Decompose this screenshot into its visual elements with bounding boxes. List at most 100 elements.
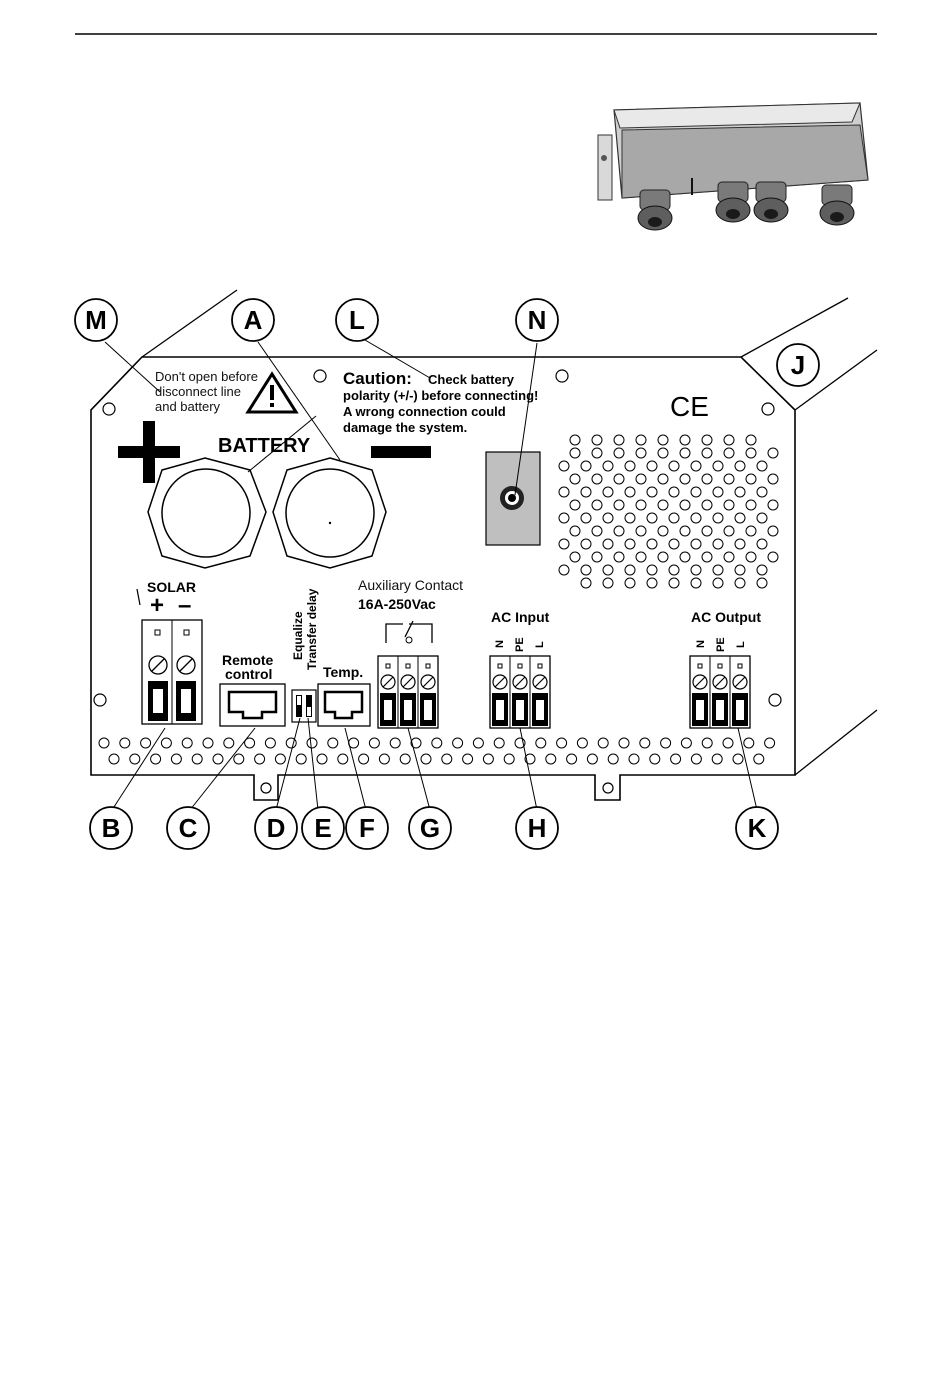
bottom-hole: [701, 737, 713, 749]
callout-k: K: [735, 806, 779, 850]
terminal-pin-marker: [385, 663, 391, 669]
vent-hole: [745, 525, 757, 537]
vent-hole: [602, 512, 614, 524]
terminal-pin-marker: [425, 663, 431, 669]
vent-hole: [745, 473, 757, 485]
clamp-opening: [496, 700, 504, 720]
vent-hole: [591, 434, 603, 446]
bottom-hole: [160, 737, 172, 749]
vent-hole: [646, 564, 658, 576]
vent-hole: [657, 499, 669, 511]
vent-hole: [679, 473, 691, 485]
bottom-hole: [368, 737, 380, 749]
terminal-screws: [380, 663, 748, 726]
vent-hole: [635, 473, 647, 485]
screw-slot: [422, 676, 434, 688]
vent-hole: [657, 447, 669, 459]
bottom-hole: [535, 737, 547, 749]
warning-triangle-icon: [245, 371, 299, 414]
vent-hole: [723, 473, 735, 485]
vent-hole: [580, 538, 592, 550]
vent-hole: [701, 551, 713, 563]
svg-text:Temp.: Temp.: [323, 664, 363, 680]
bottom-hole: [649, 753, 661, 765]
svg-text:AC Output: AC Output: [691, 609, 761, 625]
vent-hole: [580, 460, 592, 472]
bottom-hole: [618, 737, 630, 749]
bottom-hole: [202, 737, 214, 749]
vent-hole: [756, 512, 768, 524]
vent-hole: [569, 434, 581, 446]
ce-mark: CE: [670, 391, 709, 422]
vent-hole: [624, 460, 636, 472]
vent-hole: [679, 499, 691, 511]
vent-hole: [558, 564, 570, 576]
vent-hole: [646, 538, 658, 550]
vent-hole: [712, 460, 724, 472]
vent-hole: [756, 538, 768, 550]
vent-hole: [591, 447, 603, 459]
bottom-hole: [472, 737, 484, 749]
bottom-hole: [129, 753, 141, 765]
vent-hole: [635, 525, 647, 537]
terminal-pin-marker: [517, 663, 523, 669]
vent-hole: [723, 525, 735, 537]
leader-lines: [104, 339, 758, 811]
bottom-hole: [628, 753, 640, 765]
vent-hole: [745, 447, 757, 459]
bottom-hole: [503, 753, 515, 765]
bottom-hole: [378, 753, 390, 765]
screw-slot: [734, 676, 746, 688]
vent-hole: [701, 499, 713, 511]
bottom-hole: [399, 753, 411, 765]
vent-hole: [701, 525, 713, 537]
svg-text:+: +: [150, 592, 164, 619]
vent-hole: [734, 564, 746, 576]
bottom-hole: [108, 753, 120, 765]
clamp-opening: [696, 700, 704, 720]
vent-hole: [756, 486, 768, 498]
svg-text:L: L: [534, 641, 546, 648]
svg-text:PE: PE: [715, 637, 727, 652]
callout-letter: L: [349, 305, 365, 335]
bottom-hole: [410, 737, 422, 749]
callout-b: B: [89, 806, 133, 850]
vent-hole: [767, 551, 779, 563]
bottom-hole: [223, 737, 235, 749]
callout-a: A: [231, 298, 275, 342]
vent-hole: [646, 460, 658, 472]
bottom-hole: [358, 753, 370, 765]
svg-text:control: control: [225, 666, 272, 682]
bottom-hole: [670, 753, 682, 765]
vent-hole: [602, 564, 614, 576]
dip-switch[interactable]: [291, 689, 317, 723]
vent-hole: [624, 512, 636, 524]
bottom-hole: [181, 737, 193, 749]
caution-text: Caution: Check battery polarity (+/-) be…: [343, 369, 538, 435]
vent-hole: [679, 434, 691, 446]
bottom-hole: [254, 753, 266, 765]
callout-j: J: [776, 343, 820, 387]
vent-hole: [679, 447, 691, 459]
callout-l: L: [335, 298, 379, 342]
svg-text:Check battery: Check battery: [428, 372, 515, 387]
bottom-hole: [119, 737, 131, 749]
vent-hole: [613, 434, 625, 446]
vent-hole: [690, 538, 702, 550]
vent-hole: [679, 525, 691, 537]
callout-letter: G: [420, 813, 440, 843]
bottom-hole: [660, 737, 672, 749]
bottom-hole: [431, 737, 443, 749]
vent-hole: [679, 551, 691, 563]
callout-h: H: [515, 806, 559, 850]
clamp-opening: [384, 700, 392, 720]
reset-button[interactable]: [485, 451, 541, 546]
vent-hole: [624, 538, 636, 550]
battery-gland-positive: [147, 457, 267, 569]
vent-hole: [580, 512, 592, 524]
vent-hole: [558, 512, 570, 524]
vent-hole: [591, 473, 603, 485]
remote-control-port[interactable]: Remote control: [219, 652, 286, 727]
vent-hole: [591, 499, 603, 511]
temp-sensor-port[interactable]: Temp.: [317, 664, 371, 727]
